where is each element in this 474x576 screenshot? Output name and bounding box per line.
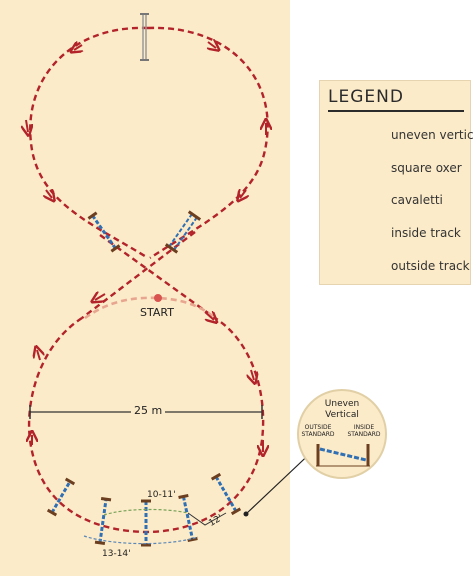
direction-arrow <box>251 369 254 380</box>
inset-title-line1: Uneven <box>324 399 360 409</box>
legend-label: inside track <box>391 226 461 240</box>
inset-circle <box>297 389 387 479</box>
legend-label: square oxer <box>391 161 462 175</box>
legend-label: outside track <box>391 259 470 273</box>
cavaletti-top <box>140 13 149 61</box>
jump-square-oxer <box>164 210 202 254</box>
distance-label: 25 m <box>131 404 166 417</box>
jump-bottom-2 <box>94 497 112 545</box>
crossing-track-b <box>81 231 196 319</box>
legend-item-uneven-vertical: uneven vertical <box>328 126 474 146</box>
top-loop-track <box>147 26 269 260</box>
inset-title-line2: Vertical <box>325 410 359 420</box>
direction-arrow <box>95 294 106 300</box>
legend-panel: LEGEND uneven vertical square oxer caval… <box>319 80 474 285</box>
spacing-label-2: 13-14' <box>102 549 131 559</box>
legend-item-outside-track: outside track <box>328 257 470 277</box>
legend-item-cavaletti: cavaletti <box>328 191 470 211</box>
legend-item-inside-track: inside track <box>328 224 470 244</box>
top-loop-track-left <box>29 26 149 260</box>
jump-bottom-3 <box>141 499 151 547</box>
jump-uneven-vertical <box>87 211 121 253</box>
arena-background <box>0 0 290 576</box>
start-marker <box>154 294 162 302</box>
spacing-label-1: 10-11' <box>147 490 176 500</box>
inset-uneven-vertical <box>316 444 370 467</box>
crossing-track-a <box>99 234 216 319</box>
start-label: START <box>140 306 174 319</box>
spacing-bracket <box>187 512 227 526</box>
direction-arrow <box>240 190 246 198</box>
direction-arrow <box>46 190 52 198</box>
jump-bottom-4 <box>178 493 198 543</box>
jump-bottom-5 <box>210 472 242 516</box>
inset-inside-label-2: STANDARD <box>347 431 381 438</box>
direction-arrow <box>204 312 214 320</box>
legend-label: cavaletti <box>391 193 443 207</box>
start-track <box>84 296 216 320</box>
inset-outside-label-2: STANDARD <box>301 431 335 438</box>
direction-arrow <box>208 42 216 48</box>
direction-arrow <box>26 119 28 132</box>
inset-inside-label-1: INSIDE <box>353 424 375 431</box>
direction-arrow <box>74 45 82 50</box>
inside-track-line <box>103 508 189 516</box>
direction-arrow <box>37 350 40 361</box>
inset-outside-label-1: OUTSIDE <box>304 424 332 431</box>
legend-label: uneven vertical <box>391 128 474 142</box>
legend-item-square-oxer: square oxer <box>328 159 470 179</box>
outside-track-line <box>83 535 199 545</box>
legend-title: LEGEND <box>328 87 464 112</box>
